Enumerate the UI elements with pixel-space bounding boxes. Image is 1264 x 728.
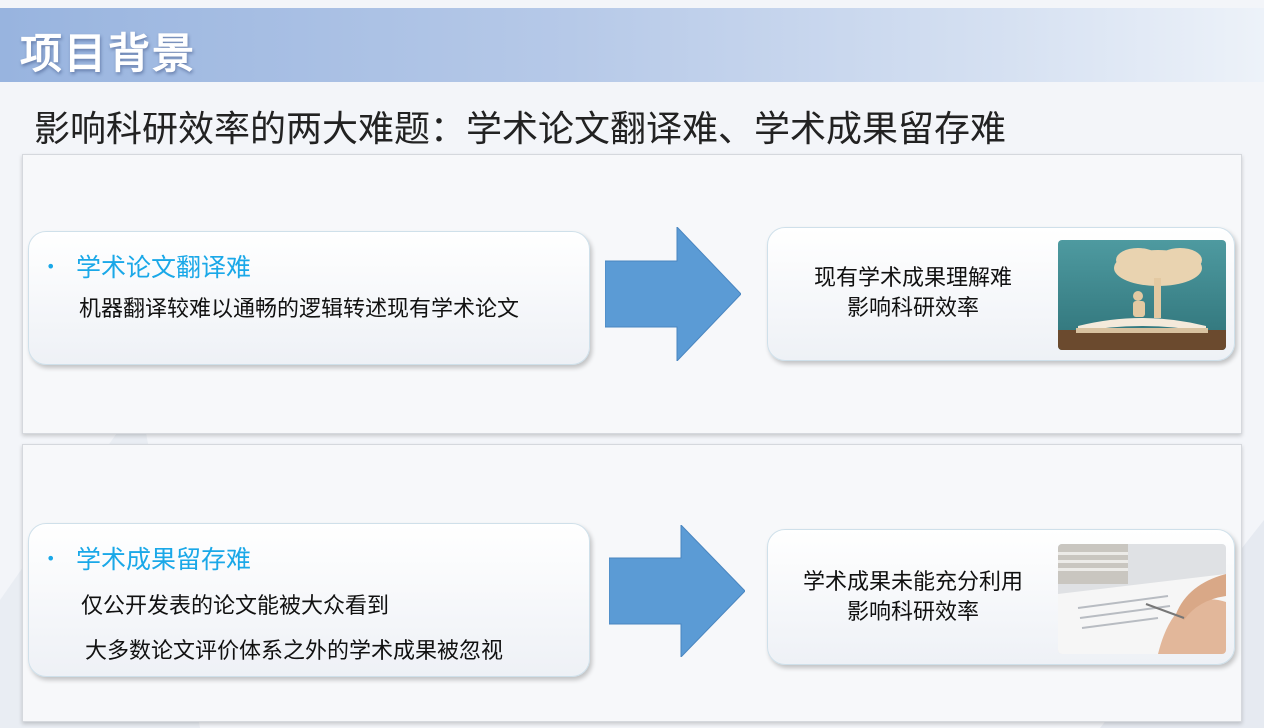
result-line-2: 影响科研效率 — [846, 600, 979, 625]
problem-heading: • 学术论文翻译难 — [46, 248, 251, 284]
result-line-1: 现有学术成果理解难 — [813, 266, 1012, 291]
header-band: 项目背景 — [0, 8, 1264, 82]
right-arrow-icon — [605, 227, 741, 361]
problem-title: 学术成果留存难 — [76, 545, 252, 574]
bullet-icon: • — [46, 548, 56, 568]
bullet-icon: • — [46, 256, 56, 276]
hand-writing-photo — [1058, 544, 1226, 654]
result-card: 学术成果未能充分利用 影响科研效率 — [767, 529, 1235, 665]
page-title: 项目背景 — [20, 29, 197, 78]
problem-section-retention: • 学术成果留存难 仅公开发表的论文能被大众看到 大多数论文评价体系之外的学术成… — [22, 444, 1242, 722]
problem-description: 机器翻译较难以通畅的逻辑转述现有学术论文 — [79, 297, 520, 322]
book-tree-photo — [1058, 240, 1226, 350]
problem-card: • 学术论文翻译难 机器翻译较难以通畅的逻辑转述现有学术论文 — [28, 231, 590, 365]
problem-title: 学术论文翻译难 — [76, 253, 252, 282]
problem-section-translation: • 学术论文翻译难 机器翻译较难以通畅的逻辑转述现有学术论文 现有学术成果理解难… — [22, 154, 1242, 434]
problem-heading: • 学术成果留存难 — [46, 540, 251, 576]
result-line-2: 影响科研效率 — [846, 296, 979, 321]
result-text: 学术成果未能充分利用 影响科研效率 — [778, 568, 1048, 628]
problem-description: 仅公开发表的论文能被大众看到 — [81, 594, 390, 619]
right-arrow-icon — [609, 525, 745, 657]
result-text: 现有学术成果理解难 影响科研效率 — [778, 264, 1048, 324]
problem-description: 大多数论文评价体系之外的学术成果被忽视 — [85, 639, 504, 664]
page-subtitle: 影响科研效率的两大难题：学术论文翻译难、学术成果留存难 — [34, 109, 1007, 150]
problem-card: • 学术成果留存难 仅公开发表的论文能被大众看到 大多数论文评价体系之外的学术成… — [28, 523, 590, 677]
result-line-1: 学术成果未能充分利用 — [802, 570, 1023, 595]
result-card: 现有学术成果理解难 影响科研效率 — [767, 227, 1235, 361]
